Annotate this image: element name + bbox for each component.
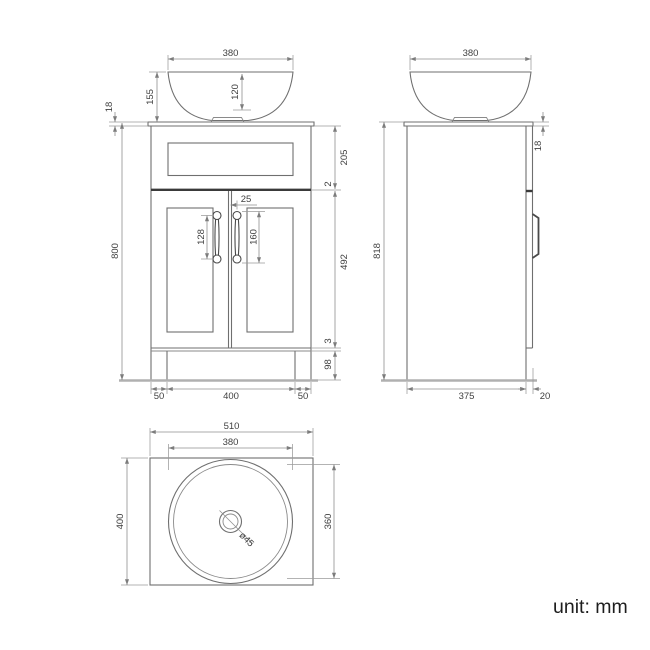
dim-top-width: 510 xyxy=(149,421,314,456)
dim-front-bowl-width: 380 xyxy=(167,48,294,70)
door-handle-profile xyxy=(532,213,540,259)
right-door-handle xyxy=(232,210,242,264)
dim-label: 360 xyxy=(323,514,334,530)
drain: ø45 xyxy=(218,509,256,549)
dim-label: 800 xyxy=(110,243,121,259)
unit-label: unit: mm xyxy=(553,596,628,618)
handle-knob xyxy=(212,210,222,221)
cabinet-front xyxy=(119,126,318,382)
countertop-outline xyxy=(147,121,315,127)
dim-front-bowl-height: 155 xyxy=(145,71,166,122)
countertop-plan-outline xyxy=(149,457,314,586)
dim-top-basin-outer: 380 xyxy=(168,437,293,470)
cabinet-side xyxy=(381,126,540,382)
dim-front-countertop-thickness: 18 xyxy=(104,102,148,136)
side-view: 380 18 818 375 20 xyxy=(372,48,550,402)
dim-front-right-stack: 205 2 492 3 98 xyxy=(311,125,350,381)
basin-base xyxy=(210,117,245,123)
handle-knob xyxy=(232,254,242,264)
dim-label: 818 xyxy=(372,243,383,259)
dim-label-plinth-gap: 3 xyxy=(323,338,334,343)
dim-top-basin-inner: 360 xyxy=(287,464,340,579)
dim-label-inset-left: 50 xyxy=(154,391,165,402)
countertop-front xyxy=(147,121,315,127)
dim-label: 18 xyxy=(104,102,115,113)
front-view: 380 155 120 18 800 xyxy=(104,48,350,402)
left-door-panel xyxy=(166,207,214,333)
basin-base xyxy=(451,117,490,123)
basin-inner-rim xyxy=(173,464,288,579)
dim-label-plinth-width: 400 xyxy=(223,391,239,402)
dim-label-handle-length: 160 xyxy=(249,229,260,245)
dim-label-plinth-height: 98 xyxy=(323,359,334,370)
dim-label: 380 xyxy=(463,48,479,59)
dim-side-overall-height: 818 xyxy=(372,121,404,380)
countertop-outline xyxy=(403,121,534,127)
dim-label-drain: ø45 xyxy=(237,530,256,549)
drain-inner xyxy=(222,513,239,530)
dim-front-handles: 25 128 160 xyxy=(196,194,265,264)
dim-label-handle-offset: 25 xyxy=(241,194,252,205)
handle-knob xyxy=(212,254,222,264)
basin-bowl-side xyxy=(409,71,532,123)
dim-label: 380 xyxy=(223,48,239,59)
basin-bowl-outline xyxy=(409,71,532,122)
dim-label: 380 xyxy=(223,437,239,448)
dim-label: 510 xyxy=(224,421,240,432)
dim-label-inset-right: 50 xyxy=(298,391,309,402)
drain-outer xyxy=(218,509,243,534)
dim-side-bowl-width: 380 xyxy=(409,48,532,70)
dim-label-depth: 375 xyxy=(459,391,475,402)
dim-label-handle-centres: 128 xyxy=(196,229,207,245)
dim-front-overall-height: 800 xyxy=(110,123,125,380)
drawer-front-panel xyxy=(167,142,294,177)
dim-side-countertop-thickness: 18 xyxy=(533,112,549,151)
top-view: ø45 510 380 400 360 xyxy=(115,421,340,586)
dim-label: 120 xyxy=(230,84,241,100)
dim-label-door-height: 492 xyxy=(339,254,350,270)
basin-bowl-outline xyxy=(167,71,294,122)
dim-label: 18 xyxy=(533,141,544,152)
handle-knob xyxy=(232,210,242,221)
dim-label-drawer-height: 205 xyxy=(339,150,350,166)
right-door-panel xyxy=(246,207,294,333)
basin-outer-rim xyxy=(167,458,294,585)
dim-label-gap: 2 xyxy=(323,181,334,186)
dim-label-door-thickness: 20 xyxy=(540,391,551,402)
drain-diameter-leader xyxy=(219,510,254,545)
dim-front-basin-depth: 120 xyxy=(230,74,251,111)
dim-front-bottom: 50 400 50 xyxy=(150,382,312,402)
dim-label: 400 xyxy=(115,514,126,530)
dim-side-bottom: 375 20 xyxy=(406,368,551,402)
left-door-handle xyxy=(212,210,222,264)
dim-label: 155 xyxy=(145,89,156,105)
countertop-side xyxy=(403,121,534,127)
dim-top-depth: 400 xyxy=(115,457,148,586)
basin-bowl-front xyxy=(167,71,294,123)
